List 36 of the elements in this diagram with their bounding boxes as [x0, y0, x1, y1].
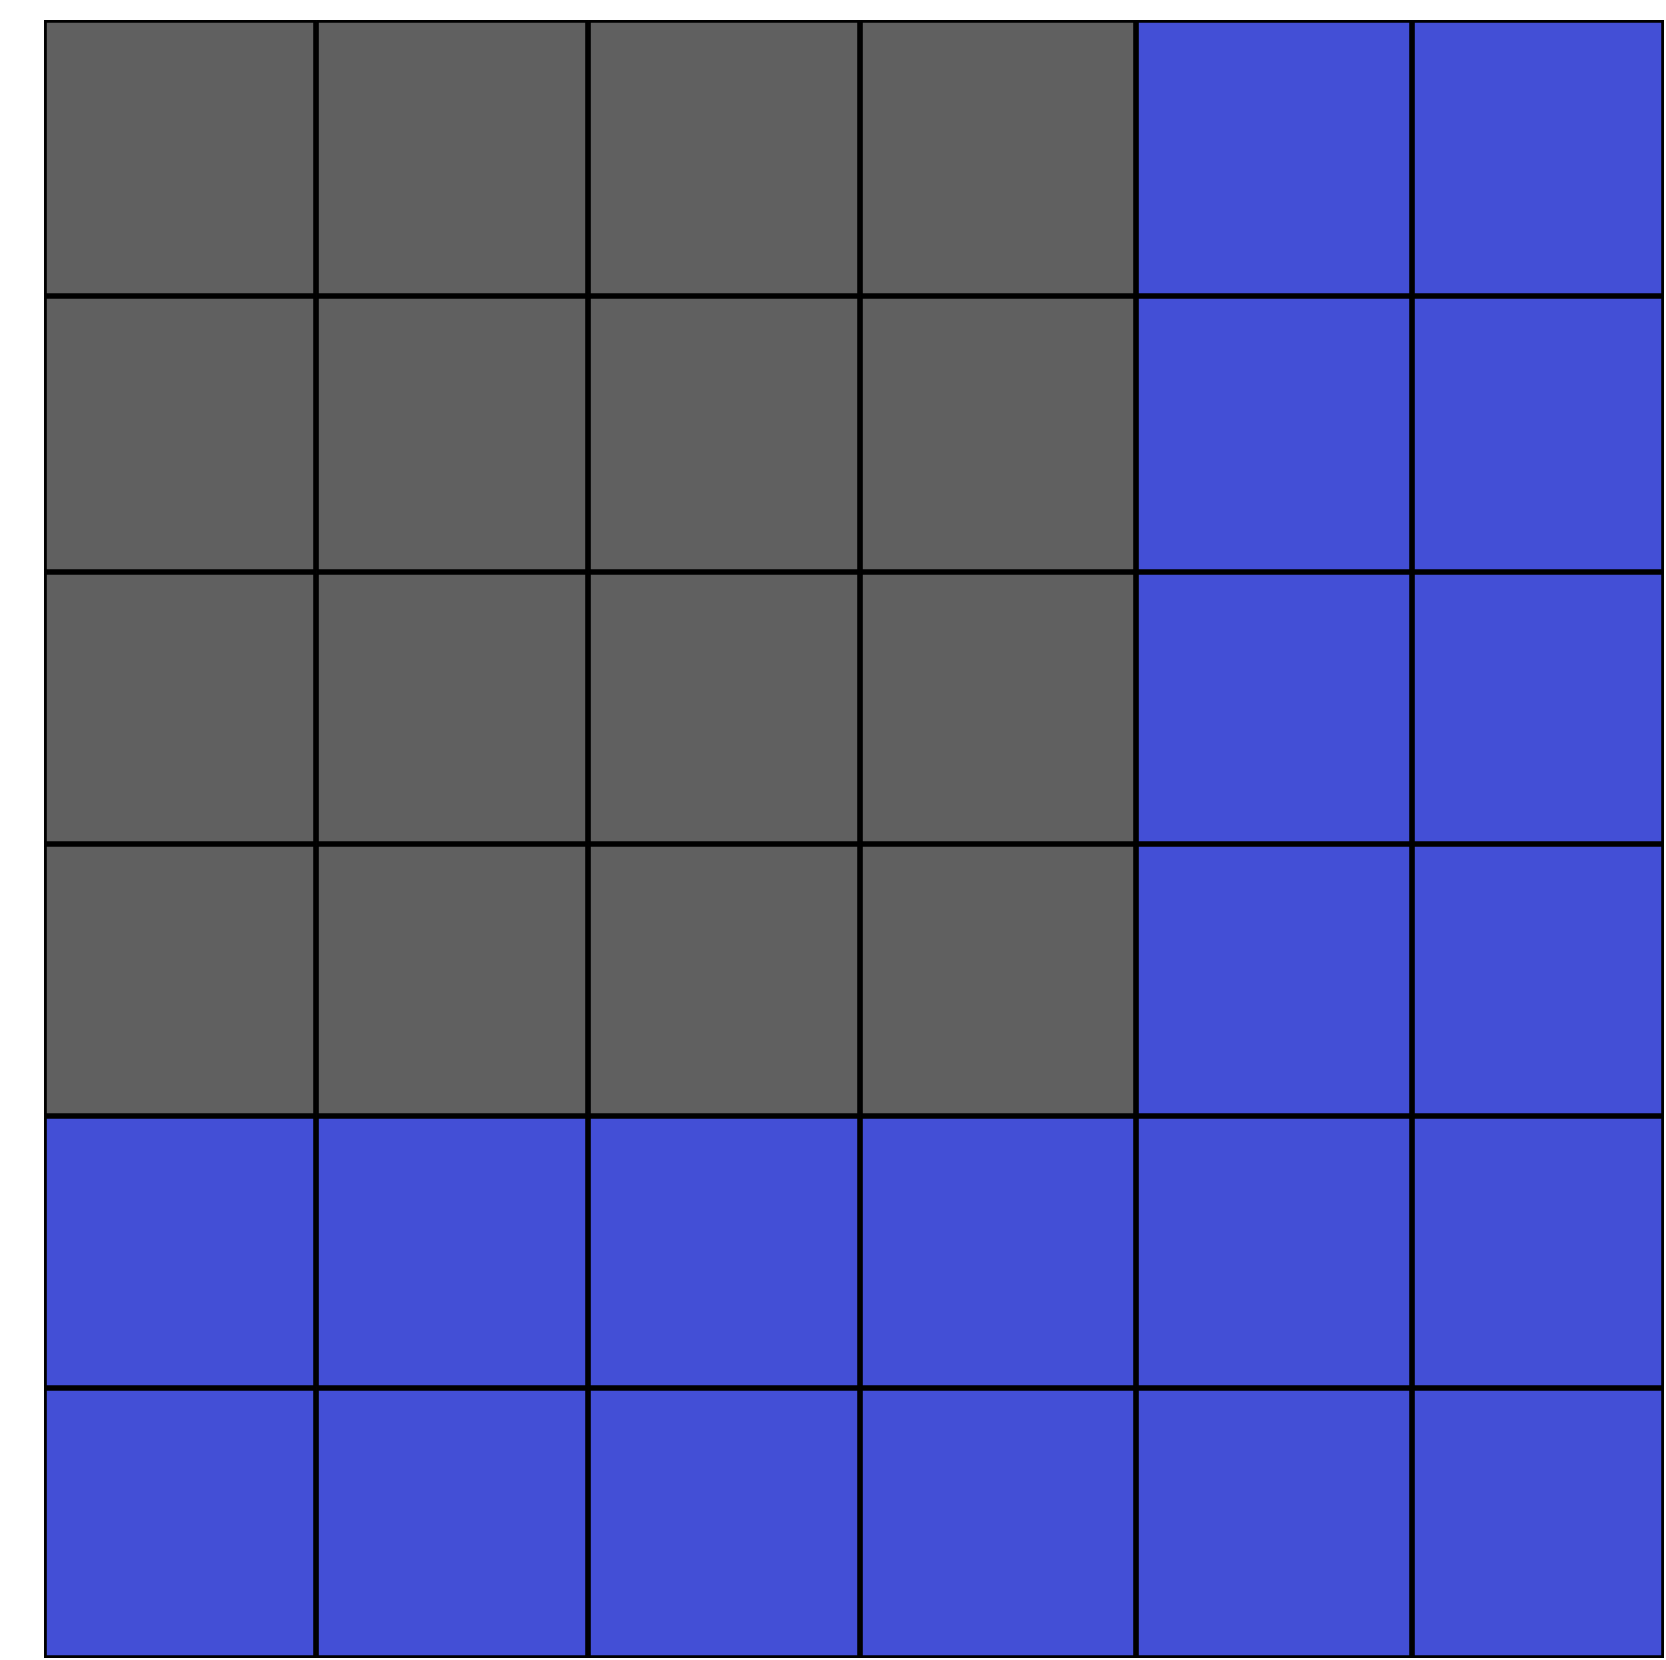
grid-cell — [316, 296, 588, 572]
grid-cell — [588, 1387, 860, 1658]
grid-cell — [860, 296, 1136, 572]
grid-cell — [316, 1115, 588, 1388]
grid-cell — [860, 844, 1136, 1116]
grid-cell — [588, 1115, 860, 1388]
grid-cell — [1412, 1387, 1664, 1658]
grid-cell — [588, 296, 860, 572]
grid-cell — [588, 20, 860, 296]
grid-cell — [860, 20, 1136, 296]
grid-cell — [316, 1387, 588, 1658]
grid-cell — [316, 844, 588, 1116]
grid-cell — [1412, 1115, 1664, 1388]
grid-cell — [316, 571, 588, 844]
grid-cell — [44, 571, 316, 844]
grid-cell — [588, 844, 860, 1116]
grid-cell — [1412, 844, 1664, 1116]
grid-cell — [1136, 20, 1412, 296]
grid-cell — [1136, 1115, 1412, 1388]
grid-cell — [44, 20, 316, 296]
grid-cell — [588, 571, 860, 844]
grid-cell — [44, 844, 316, 1116]
grid-cell — [1412, 571, 1664, 844]
grid-cell — [1136, 571, 1412, 844]
grid-cell — [316, 20, 588, 296]
grid-cell — [1136, 1387, 1412, 1658]
grid-cell — [1136, 296, 1412, 572]
grid-cell — [860, 1387, 1136, 1658]
grid-cell — [44, 296, 316, 572]
grid-cell — [44, 1387, 316, 1658]
grid-cell — [1412, 296, 1664, 572]
grid-cell — [1412, 20, 1664, 296]
grid-cell — [1136, 844, 1412, 1116]
grid-cell — [860, 571, 1136, 844]
grid-cell — [44, 1115, 316, 1388]
grid-cell — [860, 1115, 1136, 1388]
